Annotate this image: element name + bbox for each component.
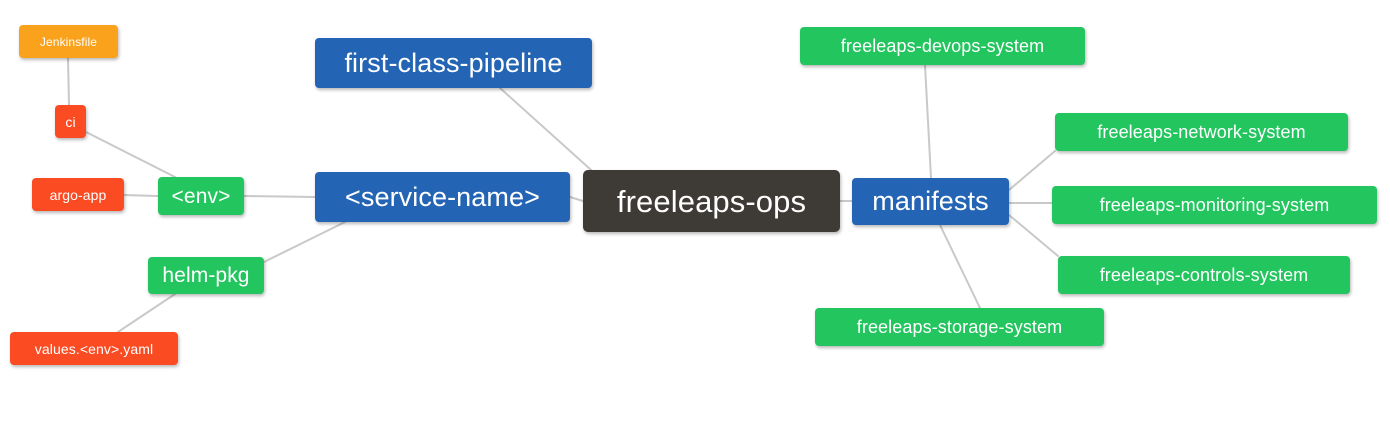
mindmap-node-env[interactable]: <env> <box>158 177 244 215</box>
edge-manifests-to-freeleaps-storage-system <box>939 224 981 309</box>
edge-ci-to-jenkinsfile <box>67 57 70 106</box>
edge-env-to-argo-app <box>123 194 159 197</box>
edge-freeleaps-ops-to-first-class-pipeline <box>499 87 601 179</box>
mindmap-node-freeleaps-storage-system[interactable]: freeleaps-storage-system <box>815 308 1104 346</box>
edge-manifests-to-freeleaps-controls-system <box>1008 214 1059 257</box>
mindmap-node-freeleaps-network-system[interactable]: freeleaps-network-system <box>1055 113 1348 151</box>
edge-manifests-to-freeleaps-network-system <box>1008 150 1056 191</box>
mindmap-node-jenkinsfile[interactable]: Jenkinsfile <box>19 25 118 58</box>
mindmap-node-manifests[interactable]: manifests <box>852 178 1009 225</box>
mindmap-node-freeleaps-controls-system[interactable]: freeleaps-controls-system <box>1058 256 1350 294</box>
mindmap-node-ci[interactable]: ci <box>55 105 86 138</box>
mindmap-node-freeleaps-monitoring-system[interactable]: freeleaps-monitoring-system <box>1052 186 1377 224</box>
mindmap-node-freeleaps-devops-system[interactable]: freeleaps-devops-system <box>800 27 1085 65</box>
edge-env-to-ci <box>85 131 176 178</box>
mindmap-node-helm-pkg[interactable]: helm-pkg <box>148 257 264 294</box>
edge-freeleaps-ops-to-service-name <box>569 196 584 202</box>
mindmap-node-freeleaps-ops[interactable]: freeleaps-ops <box>583 170 840 232</box>
mindmap-node-values-env-yaml[interactable]: values.<env>.yaml <box>10 332 178 365</box>
mindmap-node-service-name[interactable]: <service-name> <box>315 172 570 222</box>
mindmap-node-first-class-pipeline[interactable]: first-class-pipeline <box>315 38 592 88</box>
edge-helm-pkg-to-values-env-yaml <box>117 293 176 333</box>
edge-service-name-to-env <box>243 195 316 198</box>
edge-service-name-to-helm-pkg <box>263 221 346 263</box>
mindmap-node-argo-app[interactable]: argo-app <box>32 178 124 211</box>
edge-manifests-to-freeleaps-devops-system <box>924 64 932 179</box>
